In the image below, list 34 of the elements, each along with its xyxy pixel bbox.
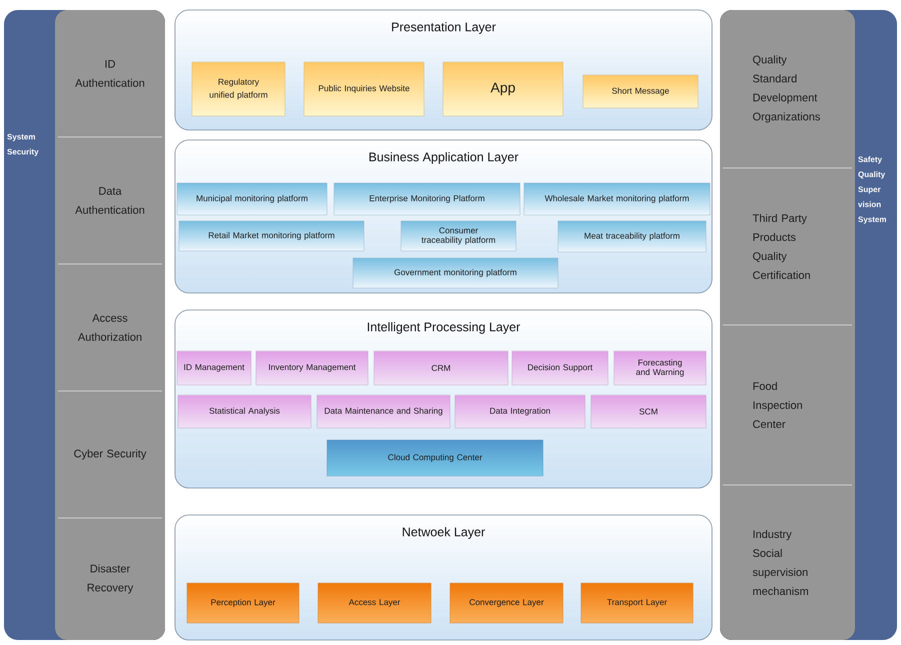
column-section: Third Party Products Quality Certification	[752, 214, 810, 280]
column-section: Disaster Recovery	[88, 564, 134, 594]
function-box: Inventory Management	[256, 350, 368, 386]
function-box: CRM	[374, 350, 508, 386]
module-box: Short Message	[582, 74, 698, 108]
column-section: Cyber Security	[74, 449, 146, 460]
network-box: Convergence Layer	[450, 582, 564, 624]
column-section: Data Authentication	[75, 187, 144, 214]
column-section: ID Authentication	[75, 60, 144, 87]
function-box: Data Maintenance and Sharing	[316, 394, 450, 428]
module-box: App	[442, 62, 564, 116]
column-section: Quality Standard Development Organizations	[753, 55, 820, 123]
platform-box: Municipal monitoring platform	[176, 182, 328, 216]
function-box: Statistical Analysis	[178, 394, 312, 428]
column-section: Access Authorization	[78, 314, 142, 341]
function-box: ID Management	[176, 350, 252, 386]
platform-box: Consumer traceability platform	[400, 220, 516, 252]
module-box: Public Inquiries Website	[304, 62, 424, 116]
platform-box: Government monitoring platform	[352, 258, 558, 288]
function-box: SCM	[590, 394, 706, 428]
function-box: Forecasting and Warning	[614, 350, 706, 386]
module-box: Regulatory unified platform	[192, 62, 286, 116]
network-box: Perception Layer	[186, 582, 300, 624]
platform-box: Cloud Computing Center	[326, 440, 544, 476]
platform-box: Wholesale Market monitoring platform	[524, 182, 710, 216]
platform-box: Meat traceability platform	[558, 220, 706, 252]
network-box: Transport Layer	[580, 582, 694, 624]
network-box: Access Layer	[318, 582, 432, 624]
column-section: Industry Social supervision mechanism	[752, 530, 808, 596]
platform-box: Enterprise Monitoring Platform	[334, 182, 520, 216]
column-section: Food Inspection Center	[753, 382, 802, 428]
platform-box: Retail Market monitoring platform	[178, 220, 364, 252]
function-box: Data Integration	[454, 394, 586, 428]
function-box: Decision Support	[512, 350, 608, 386]
